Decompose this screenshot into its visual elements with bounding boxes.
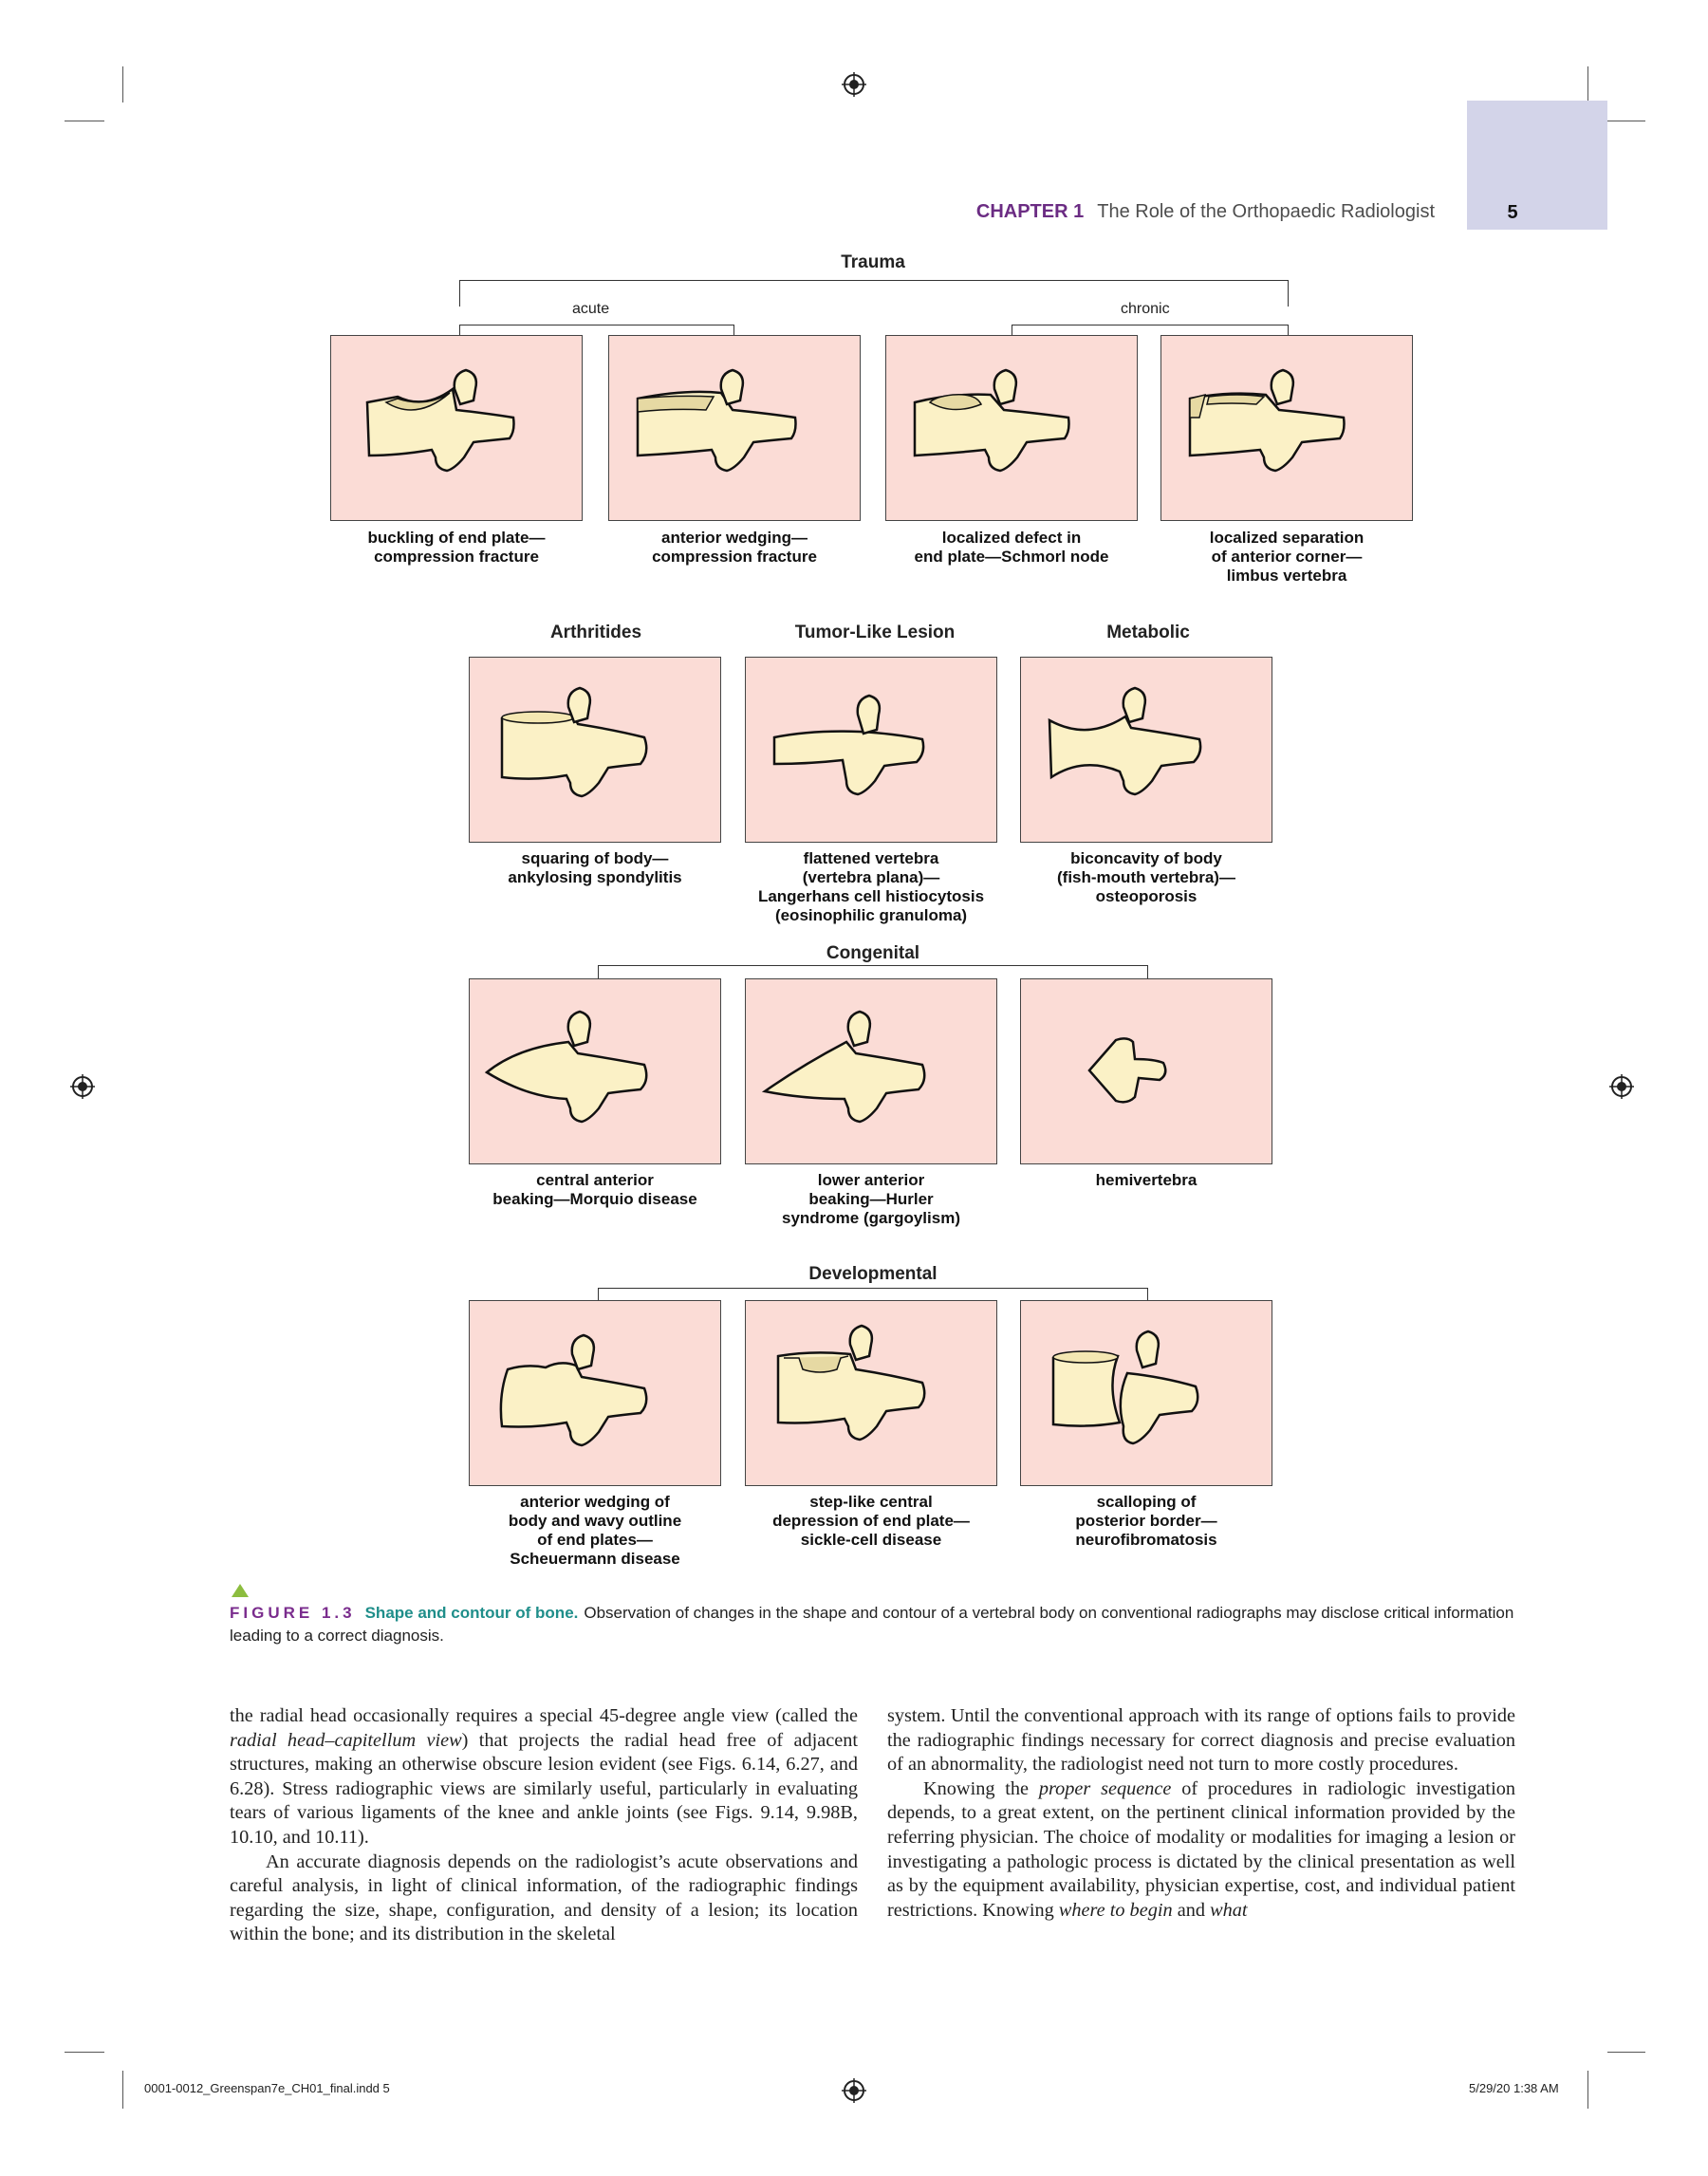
vertebra-wavy-outline-icon xyxy=(469,1300,721,1486)
registration-mark-icon xyxy=(1609,1074,1634,1099)
vertebra-plana-icon xyxy=(745,657,997,843)
body-paragraph: An accurate diagnosis depends on the rad… xyxy=(230,1851,858,1947)
panel-caption: buckling of end plate— compression fract… xyxy=(314,529,599,567)
group-heading-trauma: Trauma xyxy=(792,252,954,273)
crop-mark xyxy=(122,2071,123,2109)
panel-caption: step-like central depression of end plat… xyxy=(729,1493,1013,1550)
registration-mark-icon xyxy=(70,1074,95,1099)
panel-caption: scalloping of posterior border— neurofib… xyxy=(1004,1493,1289,1550)
chronic-bracket xyxy=(1012,325,1289,335)
congenital-bracket xyxy=(598,965,1148,978)
crop-mark xyxy=(65,2052,104,2053)
registration-mark-icon xyxy=(842,72,866,97)
figure-title: Shape and contour of bone. xyxy=(365,1604,579,1622)
paragraph-text: and xyxy=(1173,1900,1210,1921)
panel-caption: squaring of body— ankylosing spondylitis xyxy=(453,849,737,887)
panel-caption: flattened vertebra (vertebra plana)— Lan… xyxy=(729,849,1013,925)
panel-caption: anterior wedging of body and wavy outlin… xyxy=(453,1493,737,1569)
hemivertebra-icon xyxy=(1020,978,1272,1164)
vertebra-limbus-icon xyxy=(1160,335,1413,521)
body-paragraph: the radial head occasionally requires a … xyxy=(230,1704,858,1851)
panel-caption: biconcavity of body (fish-mouth vertebra… xyxy=(1004,849,1289,906)
italic-term: radial head–capitellum view xyxy=(230,1730,462,1751)
crop-mark xyxy=(1587,66,1588,102)
vertebra-squaring-icon xyxy=(469,657,721,843)
body-column-left: the radial head occasionally requires a … xyxy=(230,1704,858,1947)
vertebra-central-beaking-icon xyxy=(469,978,721,1164)
slug-date: 5/29/20 1:38 AM xyxy=(1469,2081,1559,2095)
panel-caption: hemivertebra xyxy=(1004,1171,1289,1190)
italic-term: what xyxy=(1210,1900,1247,1921)
group-heading-arthritides: Arthritides xyxy=(501,623,691,643)
paragraph-text: An accurate diagnosis depends on the rad… xyxy=(230,1851,858,1945)
slug-filename: 0001-0012_Greenspan7e_CH01_final.indd 5 xyxy=(144,2081,390,2095)
panel-caption: localized separation of anterior corner—… xyxy=(1144,529,1429,586)
crop-mark xyxy=(1607,2052,1645,2053)
figure-label: FIGURE 1.3 xyxy=(230,1604,356,1622)
panel-caption: localized defect in end plate—Schmorl no… xyxy=(869,529,1154,567)
vertebra-lower-beaking-icon xyxy=(745,978,997,1164)
paragraph-text: system. Until the conventional approach … xyxy=(887,1705,1515,1775)
chapter-label: CHAPTER 1 xyxy=(976,201,1084,222)
panel-caption: anterior wedging— compression fracture xyxy=(592,529,877,567)
panel-caption: lower anterior beaking—Hurler syndrome (… xyxy=(729,1171,1013,1228)
body-paragraph: system. Until the conventional approach … xyxy=(887,1704,1515,1777)
paragraph-text: Knowing the xyxy=(923,1778,1039,1799)
vertebra-schmorl-node-icon xyxy=(885,335,1138,521)
body-paragraph: Knowing the proper sequence of procedure… xyxy=(887,1777,1515,1924)
chapter-title: The Role of the Orthopaedic Radiologist xyxy=(1097,201,1435,222)
paragraph-text: the radial head occasionally requires a … xyxy=(230,1705,858,1726)
vertebra-step-depression-icon xyxy=(745,1300,997,1486)
vertebra-biconcave-icon xyxy=(1020,657,1272,843)
page-number: 5 xyxy=(1467,202,1558,224)
group-heading-developmental: Developmental xyxy=(778,1264,968,1285)
group-heading-tumor-like-lesion: Tumor-Like Lesion xyxy=(761,623,989,643)
acute-bracket xyxy=(459,325,734,335)
triangle-marker-icon xyxy=(232,1584,249,1597)
vertebra-anterior-wedging-icon xyxy=(608,335,861,521)
group-heading-metabolic: Metabolic xyxy=(1053,623,1243,643)
developmental-bracket xyxy=(598,1288,1148,1301)
panel-caption: central anterior beaking—Morquio disease xyxy=(453,1171,737,1209)
group-heading-congenital: Congenital xyxy=(778,943,968,964)
italic-term: where to begin xyxy=(1059,1900,1173,1921)
running-header: CHAPTER 1 The Role of the Orthopaedic Rad… xyxy=(976,201,1435,223)
vertebra-posterior-scalloping-icon xyxy=(1020,1300,1272,1486)
italic-term: proper sequence xyxy=(1039,1778,1172,1799)
crop-mark xyxy=(122,66,123,102)
vertebra-buckling-endplate-icon xyxy=(330,335,583,521)
body-column-right: system. Until the conventional approach … xyxy=(887,1704,1515,1923)
subgroup-chronic: chronic xyxy=(1121,301,1170,318)
crop-mark xyxy=(1587,2071,1588,2109)
registration-mark-icon xyxy=(842,2078,866,2103)
subgroup-acute: acute xyxy=(572,301,609,318)
